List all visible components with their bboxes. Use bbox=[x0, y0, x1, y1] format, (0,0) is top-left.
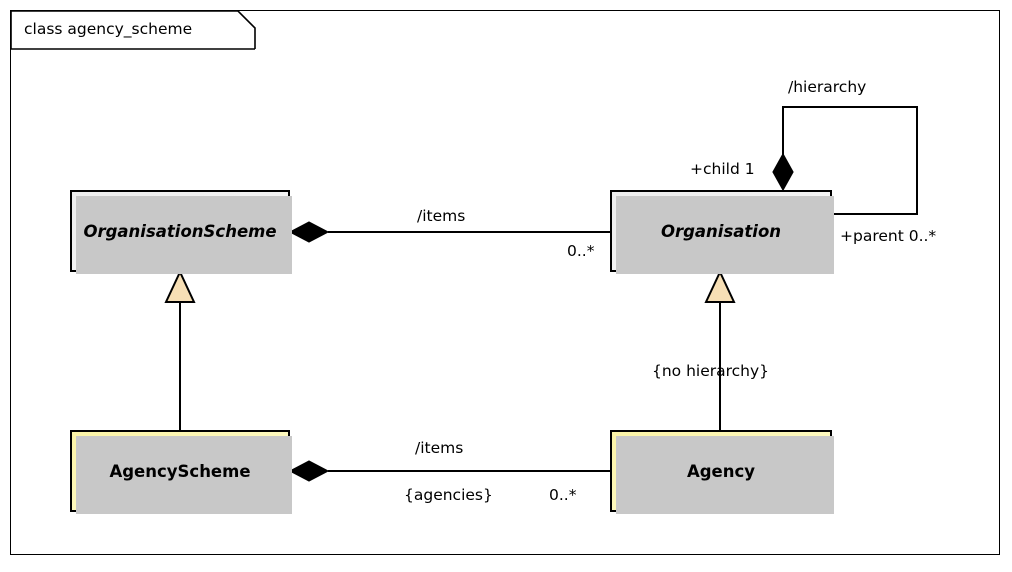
class-name-agency: Agency bbox=[686, 461, 756, 481]
box-shadow bbox=[76, 196, 292, 274]
box-shadow bbox=[616, 436, 834, 514]
composition-diamond-agency-scheme bbox=[288, 460, 330, 482]
generalization-arrowhead-agency bbox=[704, 269, 736, 303]
label-scheme-items-role: /items bbox=[417, 207, 466, 225]
class-box-agency[interactable]: Agency bbox=[610, 430, 834, 514]
diagram-title: class agency_scheme bbox=[24, 20, 193, 38]
label-agency-items-constraint: {agencies} bbox=[404, 486, 493, 504]
label-agency-generalization-constraint: {no hierarchy} bbox=[652, 362, 770, 380]
label-agency-items-multiplicity: 0..* bbox=[549, 486, 577, 504]
label-hierarchy-child-end: +child 1 bbox=[690, 160, 755, 178]
class-box-agency-scheme[interactable]: AgencyScheme bbox=[70, 430, 292, 514]
class-box-organisation[interactable]: Organisation bbox=[610, 190, 834, 274]
frame-tab-outline bbox=[10, 10, 256, 49]
label-hierarchy-parent-end: +parent 0..* bbox=[840, 227, 937, 245]
label-scheme-items-multiplicity: 0..* bbox=[567, 242, 595, 260]
composition-diamond-hierarchy-child bbox=[772, 152, 794, 192]
composition-diamond-organisation-scheme bbox=[288, 221, 330, 243]
label-hierarchy-role: /hierarchy bbox=[788, 78, 867, 96]
class-box-organisation-scheme[interactable]: OrganisationScheme bbox=[70, 190, 292, 274]
generalization-arrowhead-scheme bbox=[164, 269, 196, 303]
link-hierarchy-path bbox=[782, 106, 918, 215]
class-name-organisation-scheme: OrganisationScheme bbox=[83, 221, 277, 241]
box-shadow bbox=[616, 196, 834, 274]
box-shadow bbox=[76, 436, 292, 514]
diagram-frame bbox=[10, 10, 1000, 555]
frame-title-tab bbox=[10, 10, 256, 50]
class-name-agency-scheme: AgencyScheme bbox=[109, 461, 251, 481]
class-name-organisation: Organisation bbox=[660, 221, 782, 241]
label-agency-items-role: /items bbox=[415, 439, 464, 457]
